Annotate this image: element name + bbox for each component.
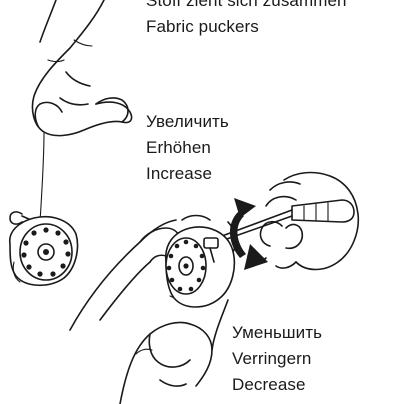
left-hand-holding-thread (32, 0, 131, 136)
label-line-ru: Увеличить (146, 109, 229, 135)
label-line-en: Fabric puckers (146, 14, 347, 40)
label-line-en: Decrease (232, 372, 322, 398)
label-line-de: Erhöhen (146, 135, 229, 161)
bobbin-case-hanging (10, 212, 78, 285)
label-line-ru: Уменьшить (232, 320, 322, 346)
fabric-puckers-label: Stoff zieht sich zusammen Fabric puckers (146, 0, 347, 40)
label-line-de: Stoff zieht sich zusammen (146, 0, 347, 14)
rotation-arrows-icon (230, 198, 268, 270)
thread (40, 132, 44, 222)
label-line-en: Increase (146, 161, 229, 187)
decrease-label: Уменьшить Verringern Decrease (232, 320, 322, 398)
label-line-de: Verringern (232, 346, 322, 372)
increase-label: Увеличить Erhöhen Increase (146, 109, 229, 187)
bobbin-case-in-hand (166, 227, 235, 307)
